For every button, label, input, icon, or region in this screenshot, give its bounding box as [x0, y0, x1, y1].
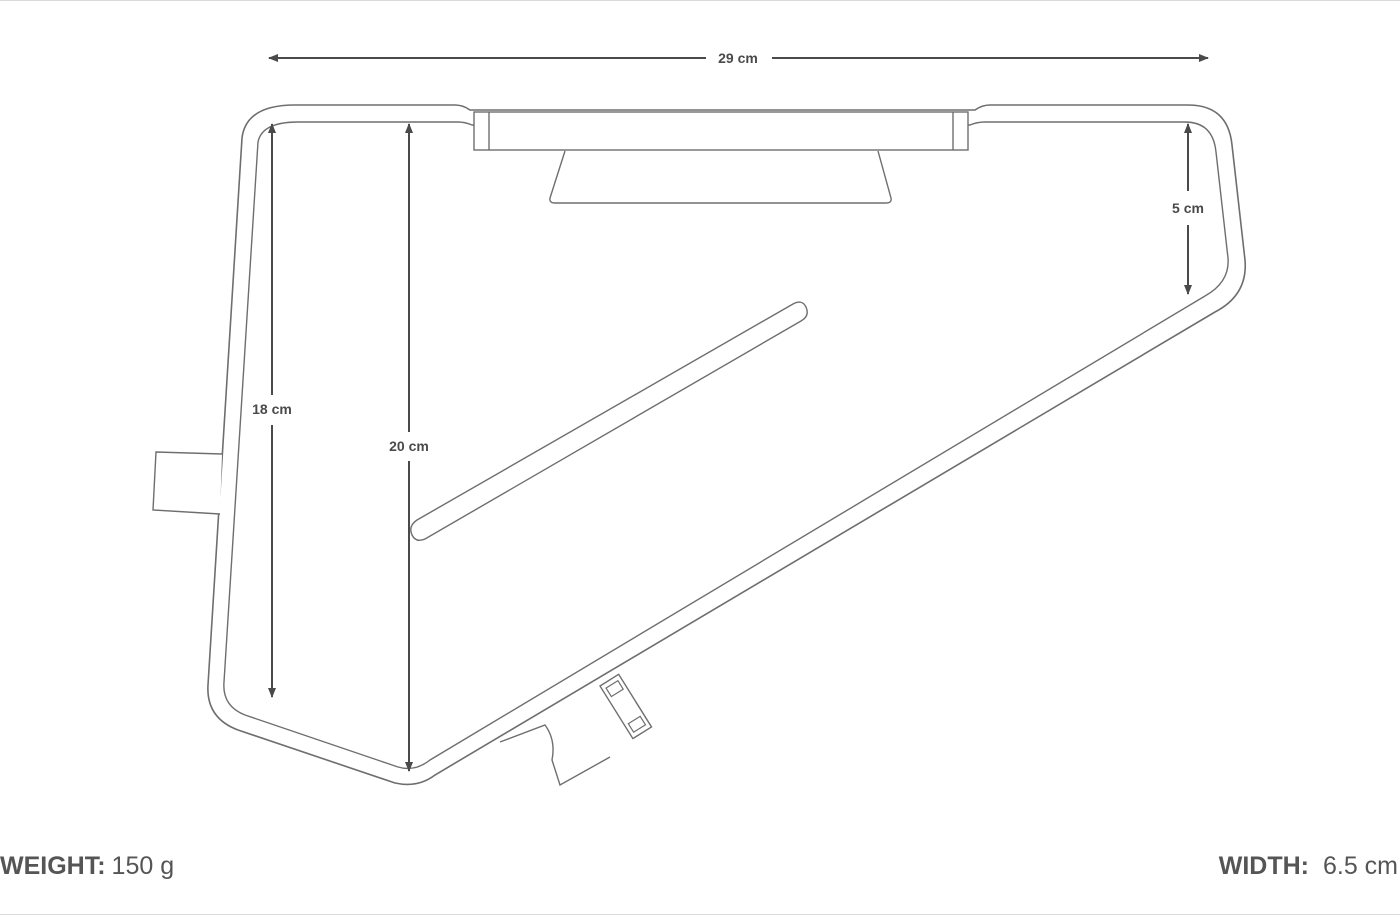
bag-outline-inner [223, 121, 1229, 770]
top-pocket [549, 150, 892, 204]
bag-outline-outer [207, 104, 1247, 786]
top-rule [0, 0, 1400, 1]
front-height-label: 18 cm [252, 401, 292, 417]
width-spec: WIDTH: 6.5 cm [1219, 852, 1398, 881]
rear-height-label: 5 cm [1172, 200, 1204, 216]
center-height-label: 20 cm [389, 438, 429, 454]
weight-spec: WEIGHT:150 g [0, 852, 174, 881]
zipper-slot [410, 301, 808, 542]
width-label: WIDTH: [1218, 852, 1309, 880]
side-strap [152, 451, 223, 515]
bottom-port [499, 724, 611, 787]
weight-value: 150 g [111, 852, 175, 880]
width-value: 6.5 cm [1322, 852, 1398, 880]
top-strap [473, 111, 969, 151]
bottom-buckle [599, 673, 653, 740]
weight-label: WEIGHT: [0, 852, 106, 880]
bottom-rule [0, 914, 1400, 915]
width-dimension-label: 29 cm [718, 50, 758, 66]
